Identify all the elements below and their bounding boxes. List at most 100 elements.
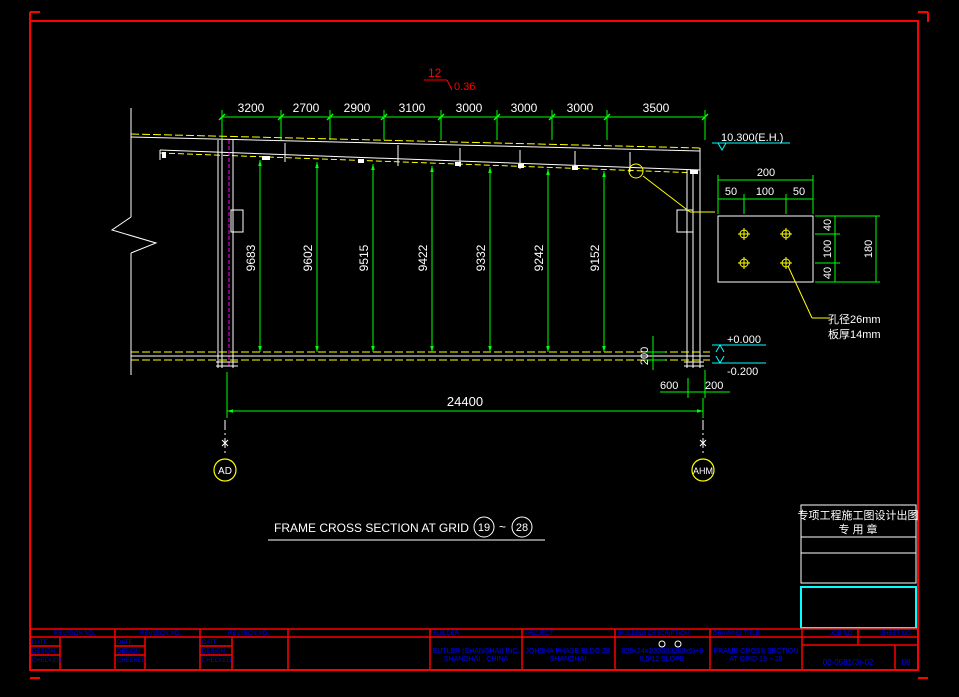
small-label-7: DATE [202,640,218,646]
overall-span-dimension [226,372,704,418]
small-label-5: DESIGN [117,649,140,655]
rev-header-2: REVISION NO. [140,631,181,637]
plate-detail: 200 50 100 50 40 100 40 180 孔径26mm 板厚14m… [717,167,881,341]
height-label-4: 9422 [416,244,430,271]
left-column [217,140,244,368]
small-label-1: DATE [32,640,48,646]
height-label-1: 9683 [244,244,258,271]
plate-sub-height-2: 100 [822,240,834,258]
builder-header: BUILDER [433,631,460,637]
base-dimension-lines [645,336,730,398]
small-label-9: CHECKED [202,658,232,664]
title-block-ornament [658,640,682,648]
grid-label-left: AD [218,466,232,477]
eave-elevation-marker [712,142,790,152]
section-tilde: ~ [499,520,506,534]
builder-line-2: SHANGHAI , CHINA [444,656,509,663]
small-label-2: DESIGN [32,649,55,655]
plate-sub-width-1: 50 [725,186,737,198]
plate-sub-width-2: 100 [756,186,774,198]
drawing-line-1: FRAME CROSS SECTION [714,648,798,655]
base-plate [717,215,814,283]
column-height-labels: 9683 9602 9515 9422 9332 9242 9152 [244,244,602,271]
top-dim-8: 3500 [643,101,670,115]
floor-elev-bottom: -0.200 [727,366,758,378]
stamp-line-2: 专 用 章 [838,522,877,536]
height-label-3: 9515 [357,244,371,271]
purlins [162,152,698,174]
title-block-values: BUTLER (SHANGHAI) INC. SHANGHAI , CHINA … [433,648,911,667]
grid-label-right: AHM [693,466,713,476]
base-w600: 600 [660,380,678,392]
plate-width-label: 200 [757,167,775,179]
column-height-dimensions [258,160,606,352]
building-line-1: S35x24x10000(3200x6)+9 [621,648,703,655]
grid-bubble-left: AD [213,458,237,482]
stamp-line-1: 专项工程施工图设计出图 [798,508,919,522]
drawing-line-2: AT GRID 19 ~ 28 [729,656,782,663]
project-line-2: SHANGHAI [550,656,587,663]
height-label-7: 9152 [588,244,602,271]
base-w200: 200 [705,380,723,392]
top-dim-1: 3200 [238,101,265,115]
drawing-border [29,20,919,671]
top-dim-3: 2900 [344,101,371,115]
floor-slab [131,351,710,367]
small-label-8: DESIGN [202,649,225,655]
grid-lines [224,420,704,456]
building-header: BUILDING DESCRIPTION [618,631,689,637]
grid-marks [221,439,707,447]
floor-elev-top: +0.000 [727,334,761,346]
plate-dimension-lines [717,175,880,283]
rev-header-3: REVISION NO. [228,631,269,637]
hole-note: 孔径26mm [828,313,881,326]
slope-indicator: 12 0.36 [424,66,475,93]
top-dim-4: 3100 [399,101,426,115]
top-dim-7: 3000 [567,101,594,115]
title-block [30,628,918,670]
top-dimension-chain [218,110,709,140]
dwg-no-header: JOB NO. [830,631,854,637]
grid-bubble-right: AHM [691,458,715,482]
plate-dimension-labels: 200 50 100 50 40 100 40 180 [725,167,875,279]
title-block-text: REVISION NO. REVISION NO. REVISION NO. D… [32,631,913,664]
section-title-text: FRAME CROSS SECTION AT GRID [274,521,469,535]
height-label-5: 9332 [474,244,488,271]
floor-elevation-marker [712,343,766,365]
height-label-6: 9242 [532,244,546,271]
small-label-4: DATE [117,640,133,646]
rafter [130,133,701,174]
project-line-1: JOHSHA PHASE BLDG 2B [525,648,611,655]
section-grid-from: 19 [478,522,490,534]
top-dim-6: 3000 [511,101,538,115]
sheet-header: SHEET NO. [880,631,913,637]
plate-sub-width-3: 50 [793,186,805,198]
builder-line-1: BUTLER (SHANGHAI) INC. [433,648,520,655]
section-grid-to: 28 [516,522,528,534]
top-dimension-labels: 3200 2700 2900 3100 3000 3000 3000 3500 [238,101,670,115]
plate-height-label: 180 [863,240,875,258]
connection-callout [628,163,715,213]
section-title: FRAME CROSS SECTION AT GRID 19 ~ 28 [268,516,545,541]
top-dim-5: 3000 [456,101,483,115]
floor-elevation-labels: +0.000 -0.200 [727,334,761,378]
drawing-header: DRAWING TITLE [713,631,760,637]
plate-holes [738,228,792,269]
plate-sub-height-3: 40 [822,267,834,279]
small-label-6: CHECKED [117,658,147,664]
eave-elevation-label: 10.300(E.H.) [721,132,783,144]
small-label-3: CHECKED [32,658,62,664]
project-header: PROJECT [525,631,553,637]
sheet-value: 08 [902,658,911,667]
right-column [676,170,701,368]
left-wall [110,108,158,375]
corner-marks [29,11,929,679]
plate-note-leader [787,265,830,319]
rev-header-1: REVISION NO. [54,631,95,637]
slope-run: 0.36 [454,81,475,93]
thickness-note: 板厚14mm [828,327,881,341]
base-dimension-labels: 200 600 200 [639,347,723,392]
slope-rise: 12 [428,66,442,80]
overall-span-label: 24400 [447,394,483,409]
